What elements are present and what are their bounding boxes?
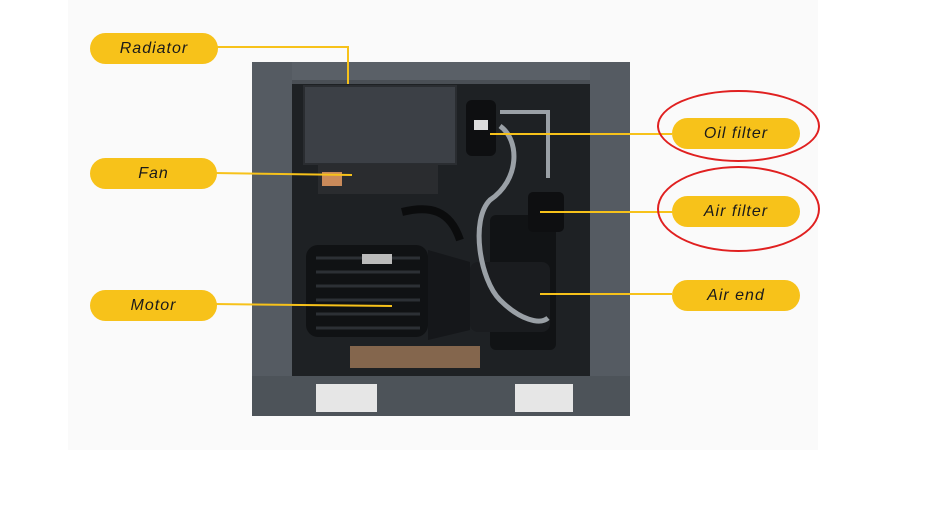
label-radiator: Radiator — [90, 33, 218, 64]
air-filter-highlight-ring — [657, 166, 820, 252]
motor-plate — [362, 254, 392, 264]
cabinet-left-post — [252, 62, 292, 416]
label-oil-filter: Oil filter — [672, 118, 800, 149]
label-air-end: Air end — [672, 280, 800, 311]
base-slot-right — [515, 384, 573, 412]
oil-filter-label — [474, 120, 488, 130]
label-air-filter: Air filter — [672, 196, 800, 227]
base-slot-left — [316, 384, 377, 412]
hose-main — [476, 123, 550, 324]
cabinet-top-rail — [252, 62, 630, 80]
leader-motor — [213, 303, 393, 307]
cabinet-right-post — [590, 62, 630, 416]
motor-warm-floor — [350, 346, 480, 368]
hose-black — [401, 205, 464, 242]
motor-coupling — [428, 250, 470, 340]
label-motor: Motor — [90, 290, 217, 321]
hose-secondary — [500, 110, 550, 178]
oil-filter-highlight-ring — [657, 90, 820, 162]
leader-fan — [213, 172, 353, 176]
label-fan: Fan — [90, 158, 217, 189]
radiator-box — [303, 85, 457, 165]
cabinet-base — [252, 376, 630, 416]
leader-radiator — [215, 46, 349, 84]
